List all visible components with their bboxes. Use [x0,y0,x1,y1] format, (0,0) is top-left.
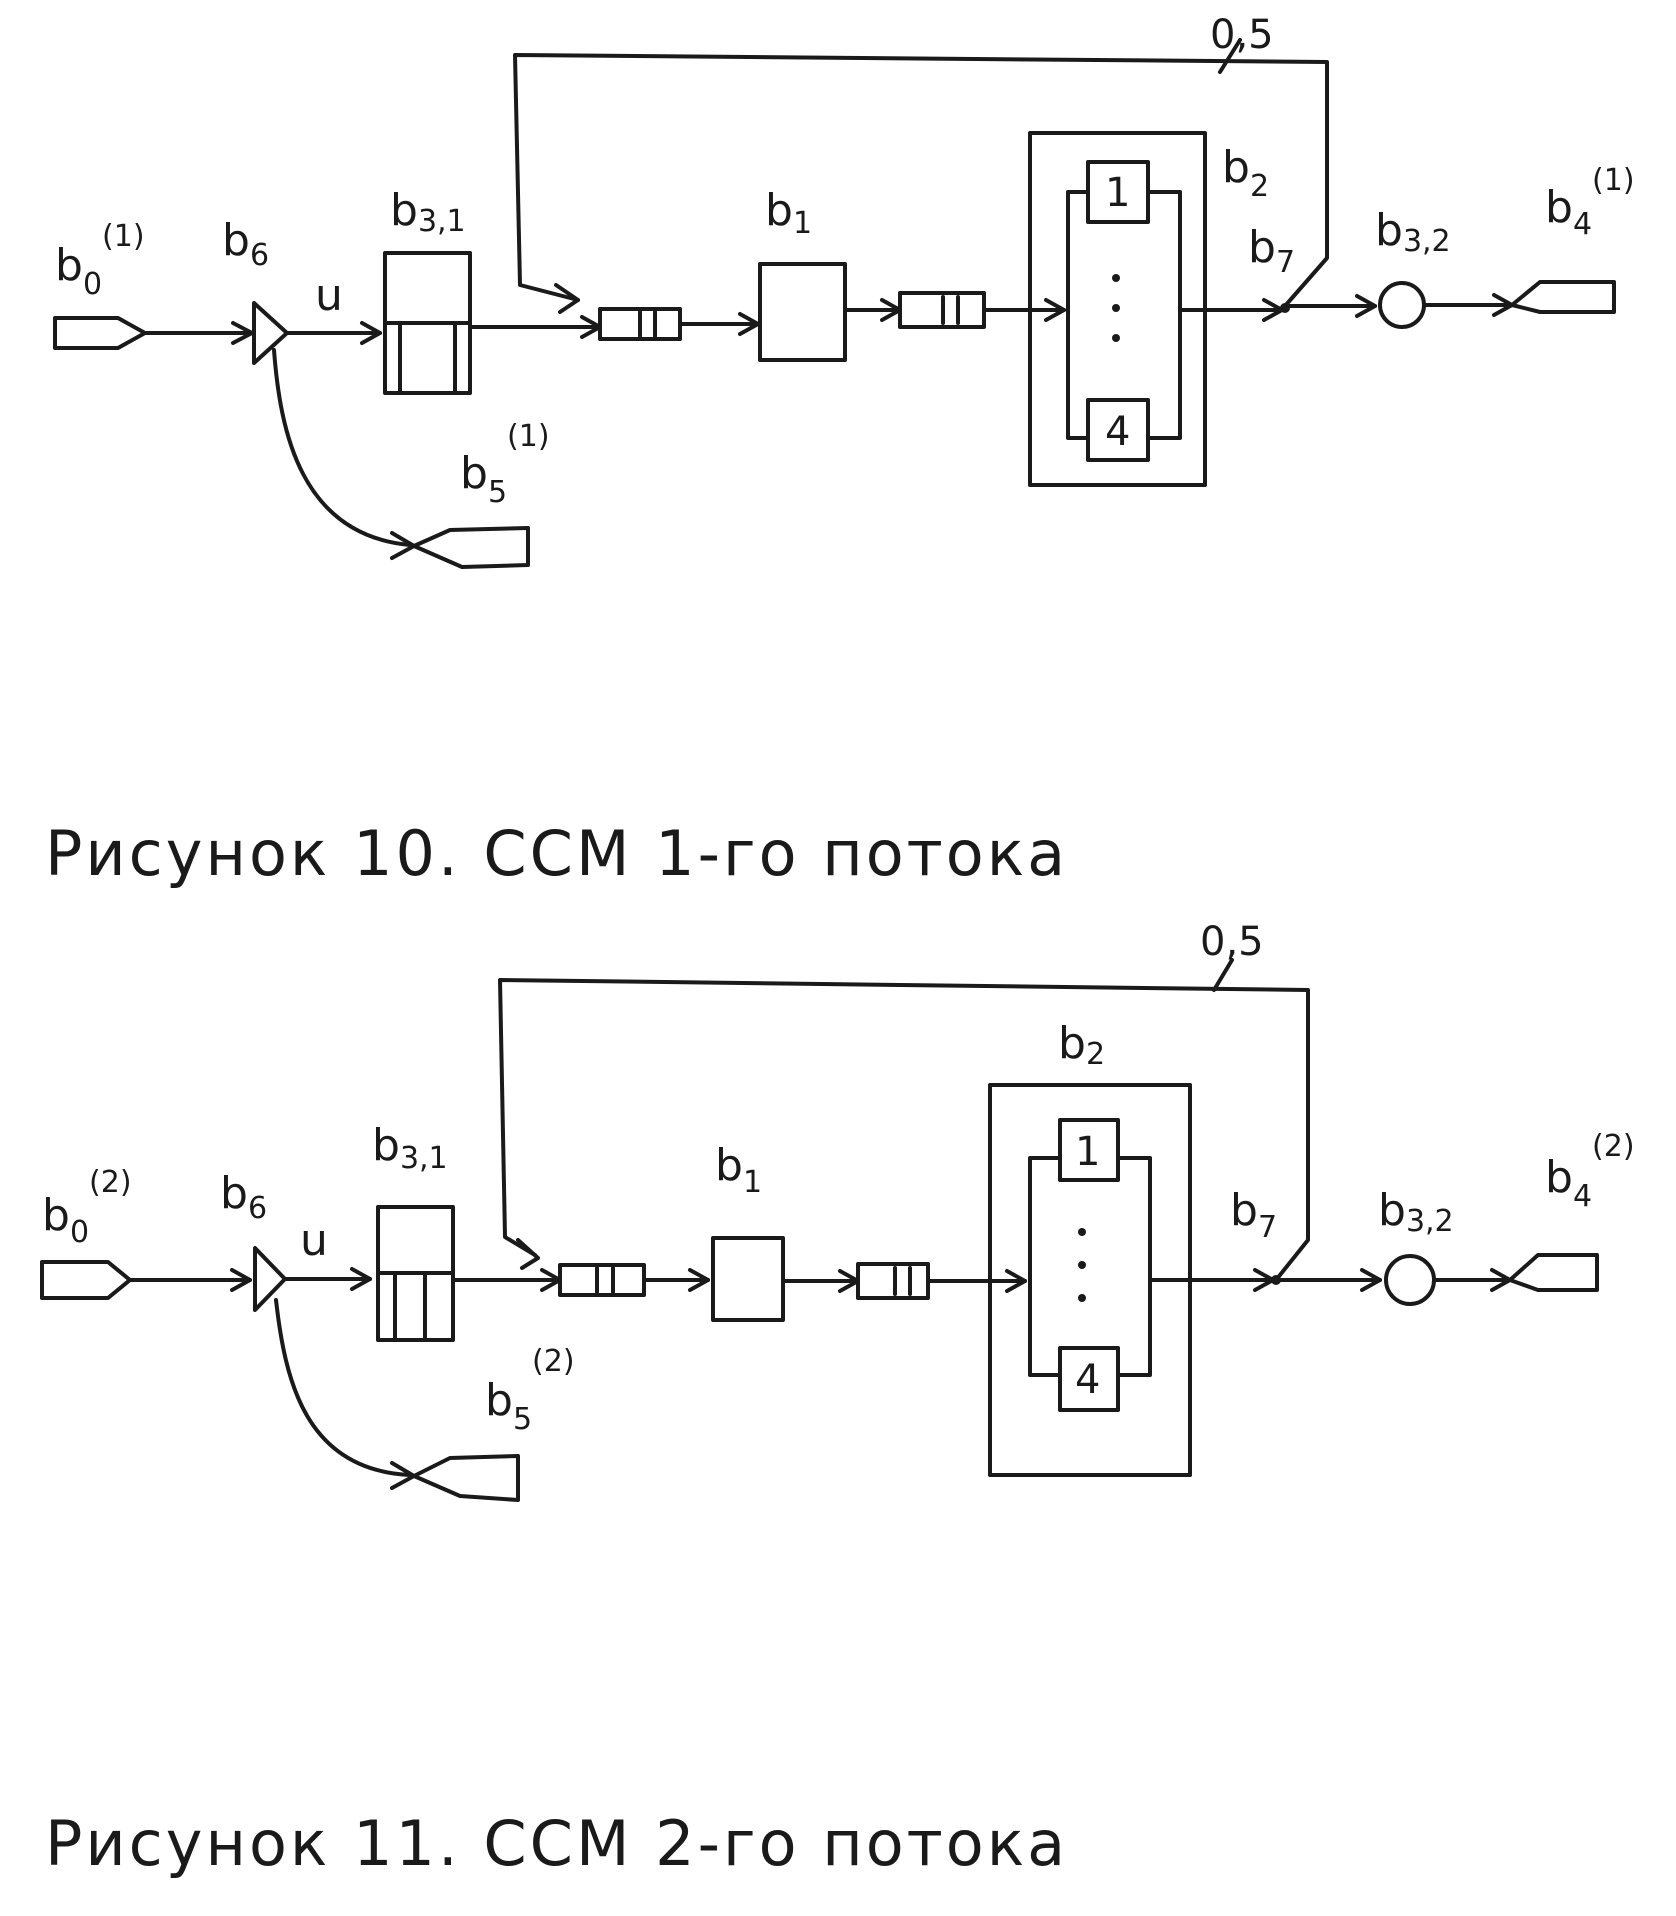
label-b7: b7 [1248,222,1295,280]
label-b5: b5(1) [460,419,550,510]
label-b6: b6 [222,215,269,273]
block-b1 [758,262,847,362]
label-b0: b0(1) [55,219,145,302]
arrowhead [1355,294,1377,318]
block-b2-channels [1066,190,1090,440]
channel-4-label: 4 [1075,1357,1100,1403]
branch-line [274,1298,412,1477]
source-b0-shape [53,316,147,350]
sink-b5-shape [412,526,530,569]
channel-1-label: 1 [1075,1129,1100,1175]
arrowhead [350,1267,372,1291]
node-b32-circle [1378,281,1426,329]
channel-1 [1058,1118,1120,1182]
probability-label: 0,5 [1200,919,1264,965]
feedback-tick [1212,958,1234,992]
sink-b4-shape [1510,280,1616,314]
label-b5: b5(2) [485,1344,575,1437]
label-u: u [315,270,343,321]
label-b4: b4(1) [1545,163,1635,242]
arrowhead [688,1268,710,1292]
block-b2-channels [1146,190,1182,440]
label-u: u [300,1215,328,1266]
label-b31: b3,1 [372,1120,448,1176]
source-b0-shape [40,1260,132,1300]
block-b2-channels [1116,1156,1152,1377]
arrowhead [554,283,580,314]
labels-diagram-1: b0(1) b6 u b3,1 b1 b2 1 4 b7 b3,2 b4(1) … [55,12,1635,510]
label-b2: b2 [1222,142,1269,204]
caption-figure-11: Рисунок 11. ССМ 2-го потока [45,1807,1068,1880]
label-b0: b0(2) [42,1165,132,1250]
ellipsis-dot [1112,334,1120,342]
feedback-loop [498,978,1310,1282]
probability-label: 0,5 [1210,12,1274,58]
label-b7: b7 [1230,1185,1277,1245]
channel-1-label: 1 [1105,170,1130,216]
channel-4-label: 4 [1105,409,1130,455]
arrowhead [1005,1269,1027,1293]
ellipsis-dot [1078,1294,1086,1302]
ellipsis-dot [1112,274,1120,282]
queue-1 [558,1263,646,1297]
arrowhead [1044,298,1066,322]
label-b31: b3,1 [390,185,466,239]
ellipsis-dot [1112,304,1120,312]
label-b2: b2 [1058,1018,1105,1072]
arrowhead [360,321,382,345]
splitter-b6-triangle [252,301,289,365]
labels-diagram-2: b0(2) b6 u b3,1 b1 b2 1 4 b7 b3,2 b4(2) … [42,919,1635,1437]
sink-b5-shape [412,1454,520,1502]
node-b32-circle [1384,1254,1436,1306]
channel-4 [1058,1346,1120,1412]
feedback-tick [1218,38,1242,74]
block-b1 [711,1236,785,1322]
block-b2-channels [1028,1156,1062,1377]
diagram-flow-2 [40,958,1599,1502]
diagram-flow-1 [53,38,1616,569]
ellipsis-dot [1078,1228,1086,1236]
label-b1: b1 [715,1140,762,1200]
splitter-b6-triangle [253,1246,287,1312]
feedback-loop [513,53,1329,308]
label-b32: b3,2 [1378,1185,1454,1239]
sink-b4-shape [1508,1253,1599,1292]
label-b32: b3,2 [1375,205,1451,259]
channel-1 [1086,160,1150,224]
ellipsis-dot [1078,1261,1086,1269]
label-b6: b6 [220,1168,267,1226]
arrowhead [516,1238,540,1270]
channel-4 [1086,398,1150,462]
arrowhead [230,1268,252,1292]
label-b4: b4(2) [1545,1129,1635,1214]
arrowhead [1360,1268,1382,1292]
label-b1: b1 [765,185,812,241]
caption-figure-10: Рисунок 10. ССМ 1-го потока [45,817,1068,890]
branch-line [272,348,412,547]
